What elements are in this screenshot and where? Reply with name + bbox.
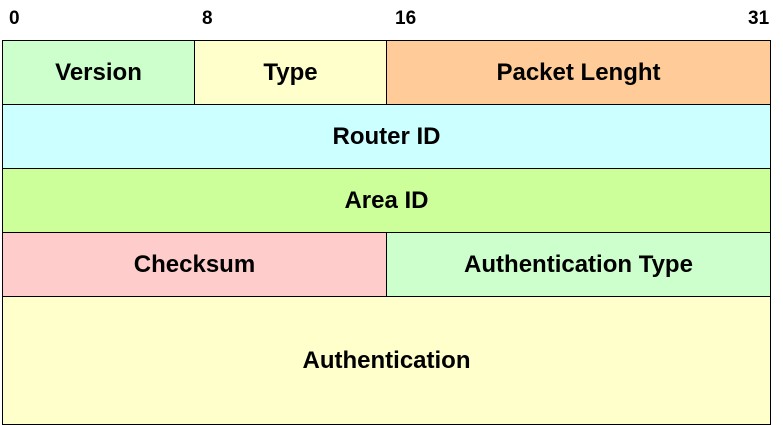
field-checksum-label: Checksum: [133, 250, 256, 278]
field-packet-length-label: Packet Lenght: [496, 58, 661, 86]
field-type: Type: [194, 40, 387, 105]
bit-label-8: 8: [202, 8, 213, 29]
field-version-label: Version: [55, 58, 142, 86]
field-version: Version: [2, 40, 195, 105]
field-authentication-type: Authentication Type: [386, 232, 771, 297]
bit-label-31: 31: [748, 8, 770, 29]
bit-label-16: 16: [395, 8, 417, 29]
field-router-id-label: Router ID: [332, 122, 441, 150]
bit-label-0: 0: [9, 8, 20, 29]
field-packet-length: Packet Lenght: [386, 40, 771, 105]
field-authentication: Authentication: [2, 296, 771, 425]
field-authentication-type-label: Authentication Type: [464, 250, 693, 278]
field-checksum: Checksum: [2, 232, 387, 297]
field-authentication-label: Authentication: [302, 346, 471, 374]
field-area-id-label: Area ID: [344, 186, 429, 214]
field-type-label: Type: [263, 58, 318, 86]
field-router-id: Router ID: [2, 104, 771, 169]
field-area-id: Area ID: [2, 168, 771, 233]
